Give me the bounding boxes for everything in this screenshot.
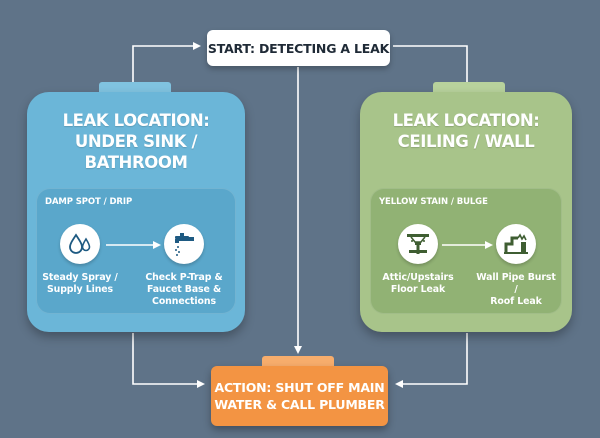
connector-left-bottom	[132, 333, 205, 388]
connector-right-top	[393, 45, 468, 82]
left-step1-label: Steady Spray / Supply Lines	[42, 272, 118, 295]
burst-pipe-icon	[496, 224, 536, 264]
right-step1-label: Attic/Upstairs Floor Leak	[382, 272, 454, 295]
right-panel: LEAK LOCATION: CEILING / WALL YELLOW STA…	[360, 92, 572, 332]
left-inner-arrow	[106, 241, 161, 249]
ceiling-pipe-leak-icon	[398, 224, 438, 264]
start-node: START: DETECTING A LEAK	[207, 30, 390, 66]
faucet-icon	[164, 224, 204, 264]
action-tab	[262, 356, 334, 368]
left-panel-title: LEAK LOCATION: UNDER SINK / BATHROOM	[62, 111, 210, 172]
right-panel-title: LEAK LOCATION: CEILING / WALL	[392, 111, 540, 151]
right-inner-box: YELLOW STAIN / BULGE	[370, 188, 562, 314]
left-step2-label: Check P-Trap & Faucet Base & Connections	[145, 272, 223, 307]
left-inner-box: DAMP SPOT / DRIP	[36, 188, 236, 314]
connector-right-bottom	[395, 333, 468, 388]
start-label: START: DETECTING A LEAK	[207, 40, 390, 56]
action-node: ACTION: SHUT OFF MAIN WATER & CALL PLUMB…	[211, 366, 388, 426]
water-drops-icon	[60, 224, 100, 264]
left-inner-label: DAMP SPOT / DRIP	[45, 197, 133, 207]
left-panel-tab	[99, 82, 171, 94]
right-panel-tab	[433, 82, 505, 94]
right-inner-label: YELLOW STAIN / BULGE	[379, 197, 488, 207]
left-panel: LEAK LOCATION: UNDER SINK / BATHROOM DAM…	[27, 92, 245, 332]
right-inner-arrow	[442, 241, 493, 249]
right-step2-label: Wall Pipe Burst / Roof Leak	[476, 272, 556, 307]
connector-left-top	[132, 42, 201, 82]
